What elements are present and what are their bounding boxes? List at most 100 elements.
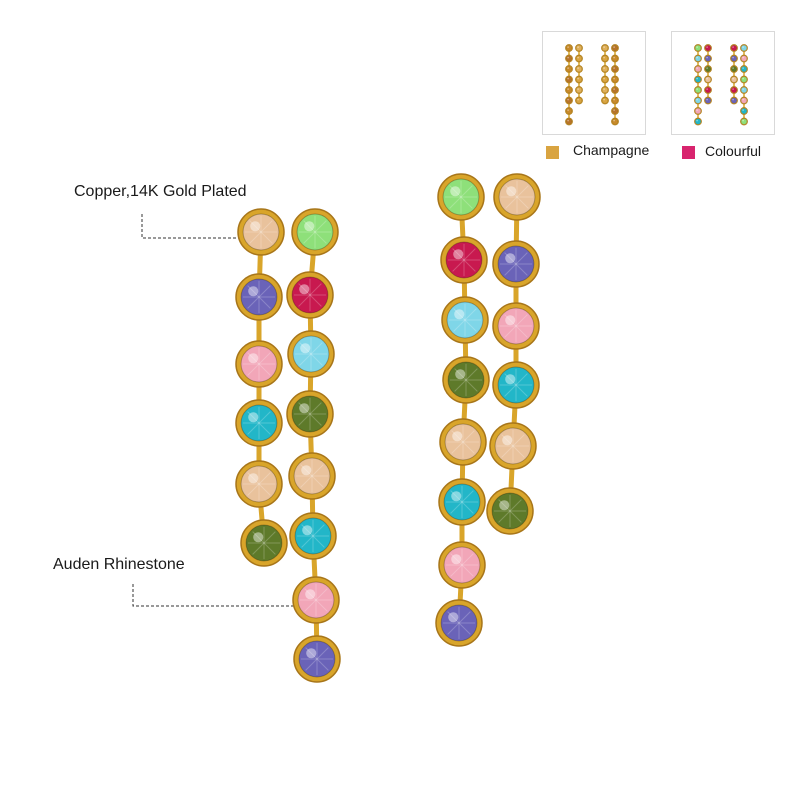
right-earring-stone-a6 xyxy=(438,478,486,526)
thumbnail-colourful-earring-1-stone-b2 xyxy=(704,54,712,63)
thumbnail-champagne-earring-1-stone-a1 xyxy=(565,44,573,52)
thumbnail-colourful-earring-1 xyxy=(694,44,712,126)
right-earring-stone-a2 xyxy=(440,236,488,284)
thumbnail-colourful-earring-1-stone-a5 xyxy=(694,86,702,94)
left-earring-stone-a2 xyxy=(235,273,283,321)
thumbnail-colourful-earring-2-stone-b4 xyxy=(740,75,748,84)
thumbnail-champagne-earring-2-stone-b4 xyxy=(611,75,619,84)
material-label: Copper,14K Gold Plated xyxy=(74,183,247,200)
thumbnail-champagne-earring-2-stone-b5 xyxy=(611,86,619,94)
thumbnail-colourful-earring-2-stone-a4 xyxy=(730,75,738,84)
left-earring-stone-a5 xyxy=(235,460,283,508)
right-earring-stone-a4 xyxy=(442,356,490,404)
thumbnail-colourful-earring-2-stone-a6 xyxy=(730,96,738,105)
thumbnail-champagne-earring-1 xyxy=(565,44,583,126)
right-earring xyxy=(435,173,541,647)
left-earring-stone-a3 xyxy=(235,340,283,388)
thumbnail-champagne-earring-2-stone-a1 xyxy=(601,44,609,52)
thumbnail-champagne-earring-2-stone-a6 xyxy=(601,96,609,105)
thumbnail-champagne-earring-2 xyxy=(601,44,619,126)
thumbnail-colourful-earring-2-stone-b1 xyxy=(740,44,748,52)
thumbnail-champagne-earring-1-stone-b6 xyxy=(575,96,583,105)
thumbnail-colourful-earring-2-stone-b5 xyxy=(740,86,748,94)
left-earring-stone-a6 xyxy=(240,519,288,567)
left-earring-stone-b7 xyxy=(292,576,340,624)
thumbnail-champagne-earring-2-stone-a2 xyxy=(601,54,609,63)
right-earring-stone-b6 xyxy=(486,487,534,535)
thumbnail-colourful-earring-1-stone-a2 xyxy=(694,54,702,63)
swatch-label-colourful: Colourful xyxy=(705,143,762,159)
thumbnail-colourful-earrings-image xyxy=(694,44,748,126)
thumbnail-champagne-earring-1-stone-a4 xyxy=(565,75,573,84)
right-earring-stone-a7 xyxy=(438,541,486,589)
thumbnail-champagne-earring-2-stone-b6 xyxy=(611,96,619,105)
thumbnail-colourful-earring-1-stone-a4 xyxy=(694,75,702,84)
thumbnail-champagne-earring-1-stone-a3 xyxy=(565,65,573,73)
thumbnail-champagne-earring-2-stone-a4 xyxy=(601,75,609,84)
thumbnail-colourful-earring-2-stone-b3 xyxy=(740,65,748,73)
leader-line-stone xyxy=(132,584,300,607)
swatch-label-champagne: Champagne xyxy=(573,142,650,158)
stone-label: Auden Rhinestone xyxy=(53,556,185,573)
leader-line-material xyxy=(141,214,240,239)
thumbnail-colourful-earring-2-stone-a2 xyxy=(730,54,738,63)
left-earring-stone-a1 xyxy=(237,208,285,256)
thumbnail-champagne-earring-1-stone-a6 xyxy=(565,96,573,105)
thumbnail-champagne-earring-2-stone-b3 xyxy=(611,65,619,73)
thumbnail-colourful-earring-1-stone-b4 xyxy=(704,75,712,84)
thumbnail-champagne-earring-1-stone-b4 xyxy=(575,75,583,84)
thumbnail-colourful-earring-2-stone-b2 xyxy=(740,54,748,63)
thumbnail-colourful-earring-1-stone-a1 xyxy=(694,44,702,52)
left-earring-stone-b2 xyxy=(286,271,334,319)
thumbnail-champagne-earrings-image xyxy=(565,44,619,126)
thumbnail-colourful-earring-1-stone-a6 xyxy=(694,96,702,105)
right-earring-stone-b4 xyxy=(492,361,540,409)
right-earring-stone-b2 xyxy=(492,240,540,288)
thumbnail-colourful-earring-1-stone-a3 xyxy=(694,65,702,73)
thumbnail-colourful-earring-1-stone-b5 xyxy=(704,86,712,94)
thumbnail-champagne-earring-1-stone-b5 xyxy=(575,86,583,94)
right-earring-stone-a3 xyxy=(441,296,489,344)
right-earring-stone-a5 xyxy=(439,418,487,466)
thumbnail-champagne[interactable] xyxy=(542,31,646,135)
left-earring xyxy=(235,208,341,683)
thumbnail-colourful-earring-2-stone-b6 xyxy=(740,96,748,105)
right-earring-stone-a1 xyxy=(437,173,485,221)
right-earring-stone-b1 xyxy=(493,173,541,221)
thumbnail-colourful-earring-2-stone-a1 xyxy=(730,44,738,52)
left-earring-stone-b5 xyxy=(288,452,336,500)
left-earring-stone-a4 xyxy=(235,399,283,447)
thumbnail-champagne-earring-1-stone-a2 xyxy=(565,54,573,63)
thumbnail-colourful-earring-2-stone-b8 xyxy=(740,117,748,126)
thumbnail-colourful-earring-2-stone-a3 xyxy=(730,65,738,73)
thumbnail-champagne-earring-2-stone-b2 xyxy=(611,54,619,63)
thumbnail-champagne-earring-1-stone-b3 xyxy=(575,65,583,73)
thumbnail-champagne-earring-2-stone-b7 xyxy=(611,107,619,115)
right-earring-stone-b5 xyxy=(489,422,537,470)
thumbnail-colourful-earring-2-stone-b7 xyxy=(740,107,748,115)
thumbnail-champagne-earring-2-stone-a3 xyxy=(601,65,609,73)
thumbnail-colourful[interactable] xyxy=(671,31,775,135)
left-earring-stone-b6 xyxy=(289,512,337,560)
swatch-champagne[interactable] xyxy=(546,146,559,159)
left-earring-stone-b3 xyxy=(287,330,335,378)
swatch-colourful[interactable] xyxy=(682,146,695,159)
left-earring-stone-b4 xyxy=(286,390,334,438)
right-earring-stone-a8 xyxy=(435,599,483,647)
thumbnail-colourful-earring-2-stone-a5 xyxy=(730,86,738,94)
thumbnail-champagne-earring-1-stone-a7 xyxy=(565,107,573,115)
thumbnail-champagne-earring-1-stone-b1 xyxy=(575,44,583,52)
thumbnail-colourful-earring-1-stone-b1 xyxy=(704,44,712,52)
thumbnail-champagne-earring-1-stone-a5 xyxy=(565,86,573,94)
thumbnail-champagne-earring-2-stone-b1 xyxy=(611,44,619,52)
thumbnail-champagne-earring-2-stone-a5 xyxy=(601,86,609,94)
thumbnail-champagne-earring-2-stone-b8 xyxy=(611,117,619,126)
thumbnail-champagne-earring-1-stone-a8 xyxy=(565,117,573,126)
thumbnail-colourful-earring-2 xyxy=(730,44,748,126)
thumbnail-champagne-earring-1-stone-b2 xyxy=(575,54,583,63)
thumbnail-colourful-earring-1-stone-b6 xyxy=(704,96,712,105)
thumbnail-colourful-earring-1-stone-b3 xyxy=(704,65,712,73)
right-earring-stone-b3 xyxy=(492,302,540,350)
thumbnail-colourful-earring-1-stone-a7 xyxy=(694,107,702,115)
